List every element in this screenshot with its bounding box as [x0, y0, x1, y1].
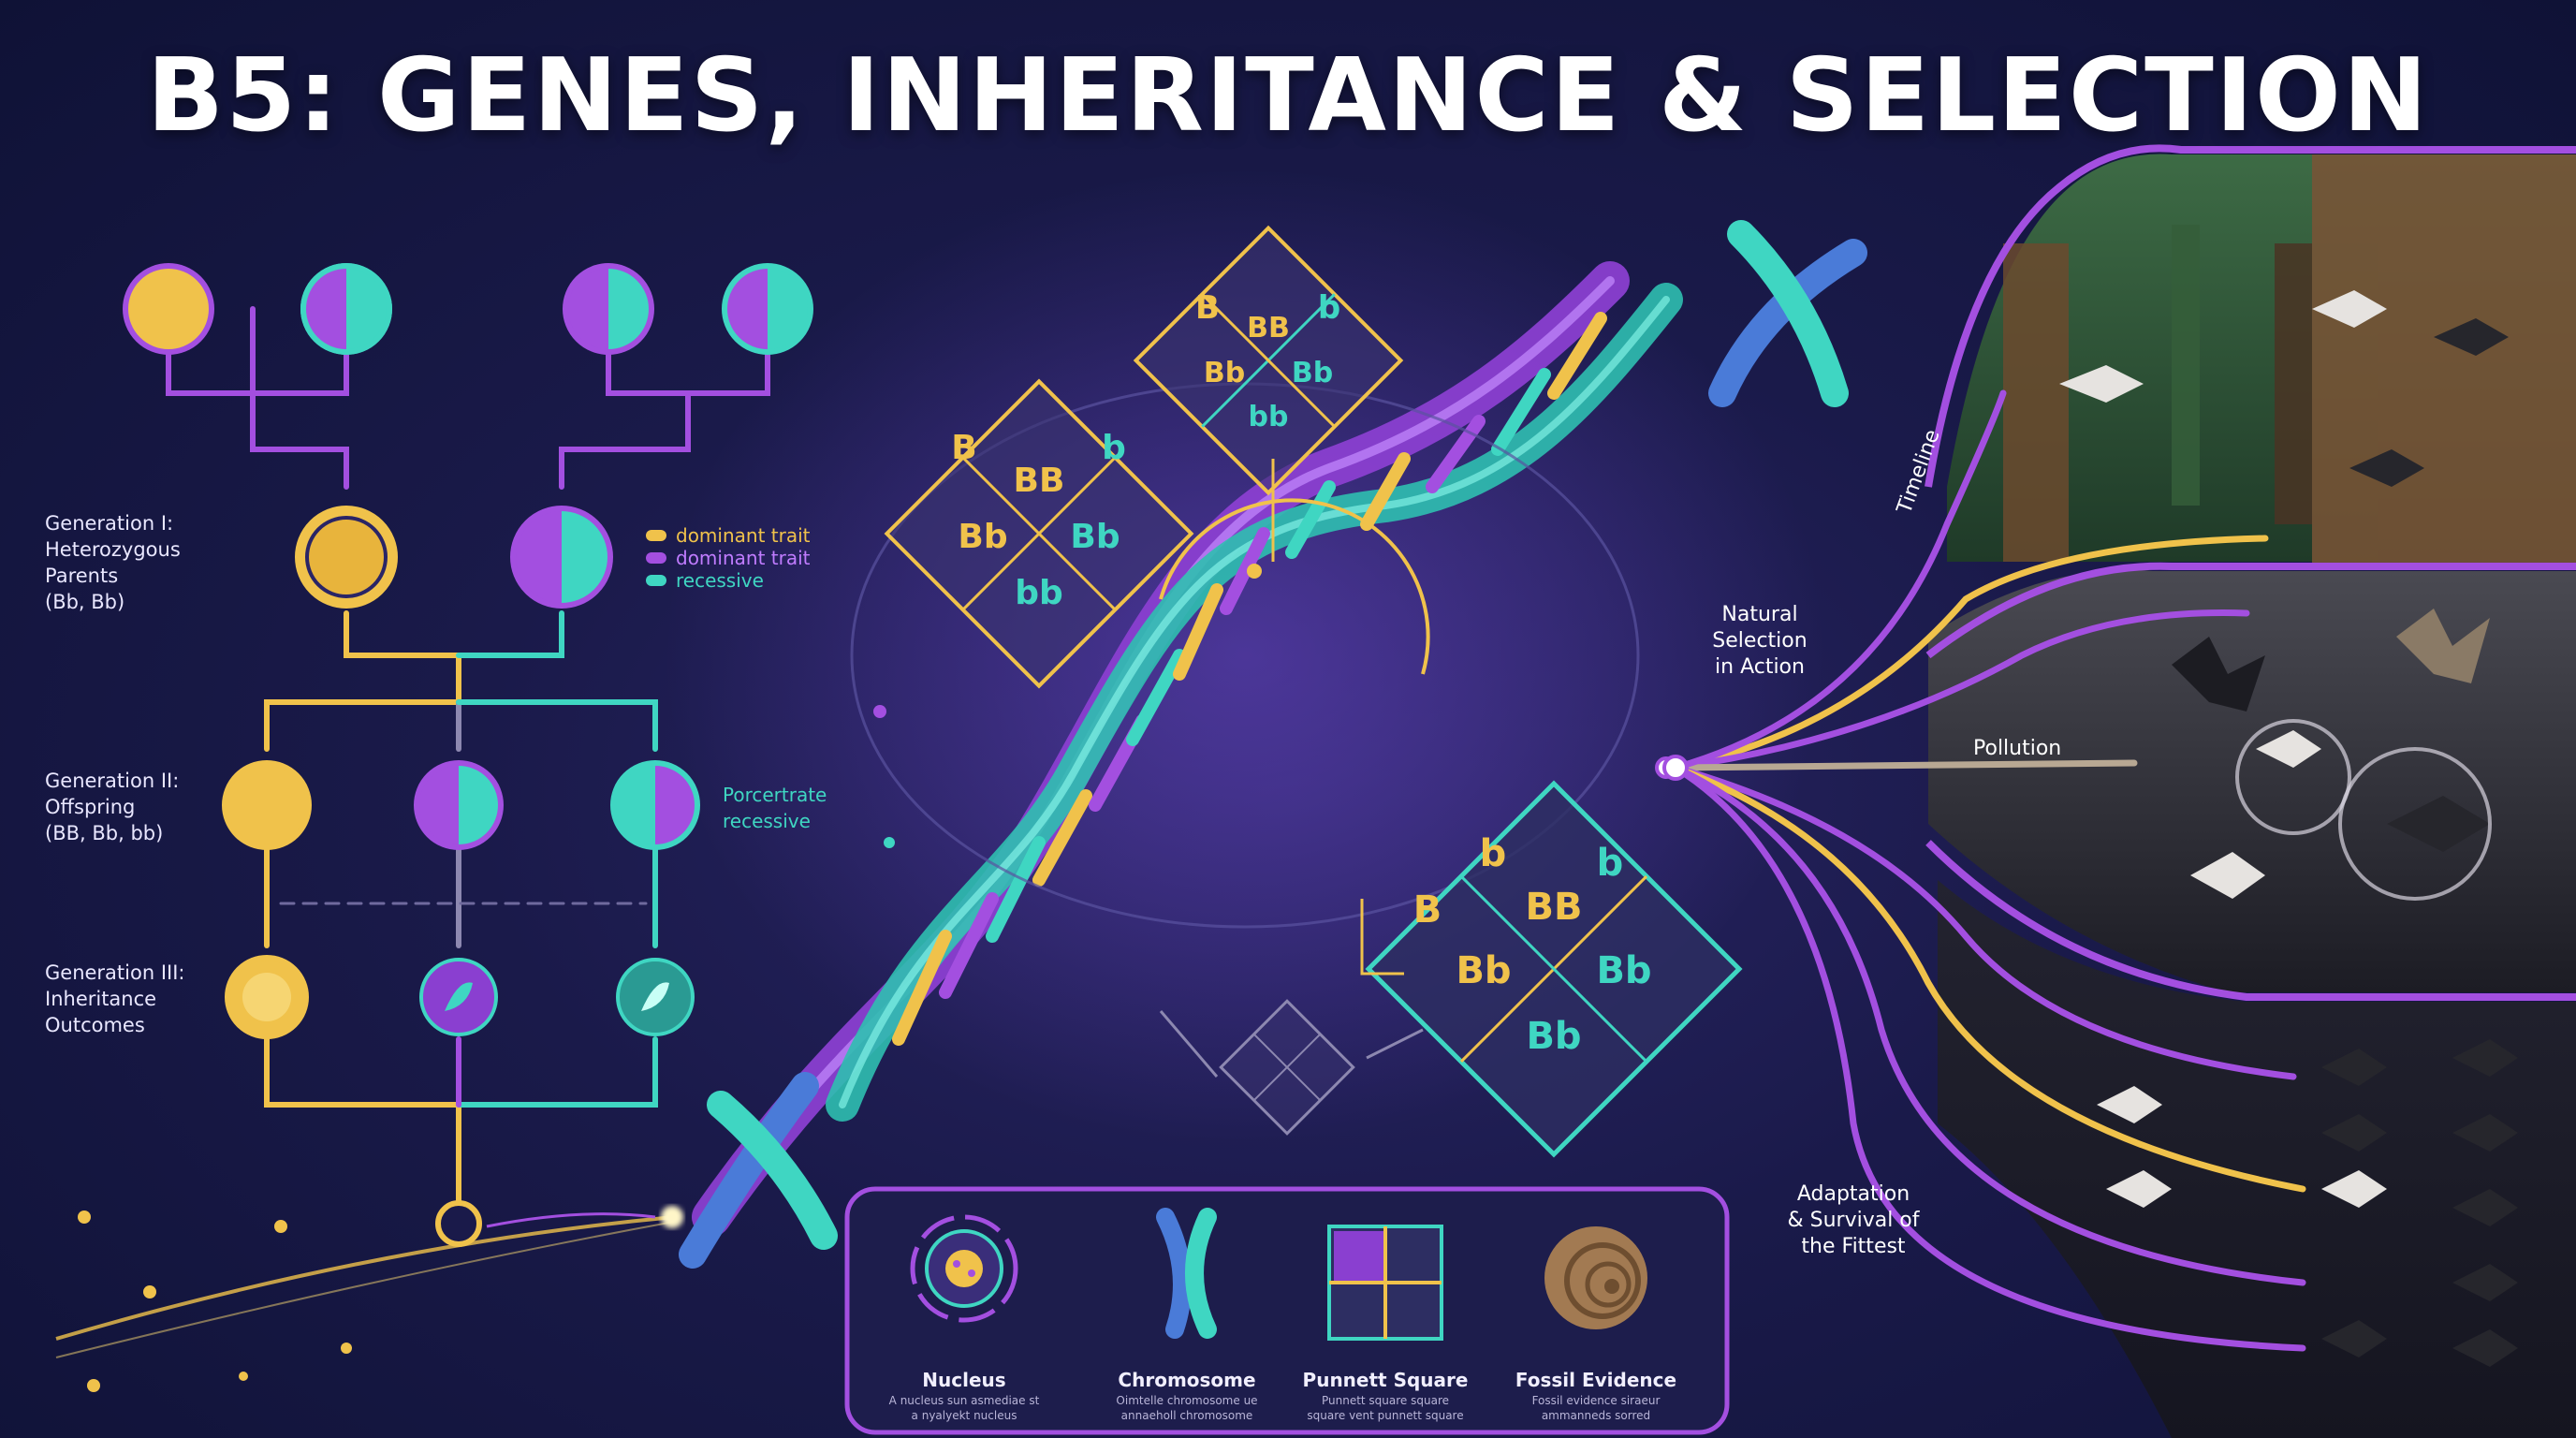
chromosome-bottom [679, 1072, 838, 1269]
natural-selection-label: Natural Selection in Action [1712, 603, 1808, 679]
punnett-top-cell: Bb [1204, 357, 1245, 389]
punnett-labels-left: B b BB Bb Bb bb [951, 429, 1126, 612]
punnett-bottom-cell: Bb [1596, 949, 1651, 992]
punnett-labels-top: B b BB Bb Bb bb [1195, 289, 1340, 433]
gen1-node [510, 506, 613, 609]
parent-node [563, 263, 654, 355]
trait-legend: dominant trait dominant trait recessive [646, 524, 811, 592]
adaptation-label: Adaptation & Survival of the Fittest [1787, 1182, 1920, 1258]
punnett-bottom-allele: b [1480, 832, 1507, 875]
card-sub-chromosome: Oimtelle chromosome ue annaeholl chromos… [1116, 1394, 1258, 1422]
punnett-top-allele-b: b [1318, 289, 1340, 327]
selection-circle [2338, 747, 2492, 901]
gen2-node [610, 760, 700, 850]
punnett-bottom-cell: BB [1526, 886, 1583, 929]
connector-arrow [1366, 1028, 1424, 1060]
punnett-square-top [1133, 225, 1404, 496]
punnett-top-cell: BB [1247, 312, 1290, 345]
punnett-left-allele: b [1102, 429, 1126, 467]
predator-bird [2172, 637, 2265, 712]
predator-bird [2396, 609, 2490, 683]
card-title-nucleus: Nucleus [922, 1369, 1006, 1391]
punnett-left-cell: Bb [1070, 518, 1120, 556]
punnett-bottom-allele: b [1597, 842, 1624, 885]
punnett-square-icon [1327, 1225, 1443, 1341]
legend-item: dominant trait [646, 547, 811, 569]
dark-panel [1938, 880, 2576, 1438]
punnett-square-left [884, 378, 1194, 689]
generation-2-label: Generation II: Offspring (BB, Bb, bb) [45, 770, 180, 844]
connector-line [1360, 899, 1404, 976]
card-sub-nucleus: A nucleus sun asmediae st a nyalyekt nuc… [888, 1394, 1040, 1422]
moth-light [2059, 290, 2387, 1208]
cards-panel [844, 1186, 1730, 1435]
punnett-bottom-cell: Bb [1526, 1015, 1581, 1058]
punnett-top-cell: bb [1249, 401, 1289, 433]
punnett-bottom-cell: Bb [1456, 949, 1511, 992]
card-title-chromosome: Chromosome [1118, 1369, 1256, 1391]
punnett-square-bottom [1365, 780, 1743, 1158]
merge-node [435, 1200, 482, 1247]
card-sub-fossil: Fossil evidence siraeur ammanneds sorred [1531, 1394, 1661, 1422]
smog-panel [1928, 569, 2576, 992]
fossil-icon [1544, 1226, 1647, 1329]
parent-node [300, 263, 392, 355]
selection-origin [1662, 755, 1689, 781]
punnett-labels-bottom: B b b BB Bb Bb Bb [1413, 832, 1652, 1058]
selection-circle [2235, 719, 2351, 835]
punnett-left-allele: B [951, 429, 976, 467]
punnett-left-cell: Bb [958, 518, 1007, 556]
punnett-left-cell: bb [1015, 574, 1063, 612]
parent-node [722, 263, 813, 355]
punnett-square-empty [1219, 999, 1355, 1136]
punnett-bottom-allele: B [1413, 888, 1442, 932]
pollution-label: Pollution [1973, 737, 2062, 760]
legend-item: recessive [646, 569, 811, 592]
side-note: Porcertrate recessive [723, 784, 827, 832]
energy-stream [55, 1206, 683, 1392]
card-title-fossil: Fossil Evidence [1515, 1369, 1677, 1391]
forest-trees [2003, 154, 2576, 566]
generation-3-label: Generation III: Inheritance Outcomes [45, 961, 185, 1036]
punnett-left-cell: BB [1014, 462, 1065, 500]
moth-dark [2321, 318, 2518, 1367]
selection-flows [1672, 389, 2306, 1352]
card-sub-punnett: Punnett square square square vent punnet… [1307, 1394, 1464, 1422]
punnett-top-allele-b: B [1195, 289, 1220, 327]
gen2-node [222, 760, 312, 850]
selection-panels [1925, 144, 2576, 1438]
gen2-node [414, 760, 504, 850]
chromosome-top [1708, 220, 1867, 407]
timeline-label: Timeline [1893, 427, 1945, 518]
generation-1-label: Generation I: Heterozygous Parents (Bb, … [45, 512, 181, 613]
page-title: B5: GENES, INHERITANCE & SELECTION [146, 37, 2430, 154]
dna-helix [679, 220, 1867, 1269]
parent-node [123, 263, 214, 355]
legend-item: dominant trait [646, 524, 811, 547]
pedigree-nodes [123, 263, 813, 1247]
card-title-punnett: Punnett Square [1302, 1369, 1469, 1391]
chromosome-icon [1156, 1208, 1217, 1339]
connector-arrow [1159, 1010, 1219, 1078]
nucleus-icon [910, 1214, 1018, 1323]
punnett-top-cell: Bb [1292, 357, 1333, 389]
